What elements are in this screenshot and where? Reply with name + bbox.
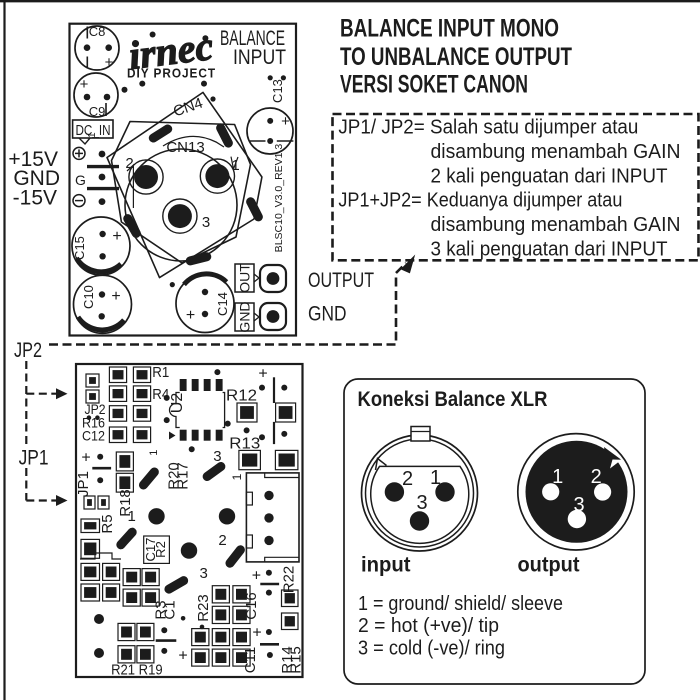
svg-text:R23: R23 <box>195 594 212 622</box>
svg-text:-15V: -15V <box>13 187 57 210</box>
svg-text:GND: GND <box>308 303 347 326</box>
svg-text:JP2: JP2 <box>85 401 106 417</box>
svg-text:2: 2 <box>125 155 133 172</box>
svg-text:+: + <box>252 625 261 642</box>
svg-text:+: + <box>252 568 261 585</box>
svg-text:CN13: CN13 <box>166 139 204 156</box>
svg-text:R21 R19: R21 R19 <box>111 662 163 679</box>
svg-text:OUTPUT: OUTPUT <box>308 269 374 292</box>
svg-text:DIY PROJECT: DIY PROJECT <box>127 67 216 81</box>
svg-text:C13: C13 <box>270 79 285 103</box>
svg-text:C1: C1 <box>161 600 178 619</box>
svg-text:disambung menambah GAIN: disambung menambah GAIN <box>431 213 681 236</box>
svg-text:C14: C14 <box>215 292 230 316</box>
svg-text:3: 3 <box>202 214 210 231</box>
svg-text:C17: C17 <box>143 538 158 562</box>
svg-text:irnec: irnec <box>126 23 216 78</box>
svg-text:2 kali penguatan dari INPUT: 2 kali penguatan dari INPUT <box>431 164 668 187</box>
svg-text:Koneksi Balance XLR: Koneksi Balance XLR <box>358 388 548 411</box>
svg-text:3: 3 <box>416 492 427 514</box>
svg-text:R3: R3 <box>152 600 169 619</box>
svg-text:1: 1 <box>128 508 136 525</box>
svg-text:CN4: CN4 <box>171 95 205 121</box>
svg-text:R13: R13 <box>229 436 260 453</box>
svg-text:BALANCE: BALANCE <box>220 27 285 50</box>
svg-text:R15: R15 <box>287 646 304 674</box>
svg-text:1: 1 <box>231 157 239 174</box>
svg-text:+: + <box>111 288 120 305</box>
svg-text:1: 1 <box>230 473 244 480</box>
svg-text:C12: C12 <box>82 428 105 444</box>
svg-text:R2: R2 <box>153 541 168 558</box>
svg-text:2 = hot (+ve)/ tip: 2 = hot (+ve)/ tip <box>358 615 499 637</box>
svg-text:R18: R18 <box>117 489 134 517</box>
svg-text:R4: R4 <box>152 386 169 403</box>
svg-text:C9: C9 <box>89 104 106 119</box>
svg-text:OUT: OUT <box>237 263 253 293</box>
svg-text:VERSI SOKET CANON: VERSI SOKET CANON <box>340 71 528 99</box>
svg-text:1: 1 <box>552 466 563 488</box>
svg-text:BLSC10_V3.0_REV1.3: BLSC10_V3.0_REV1.3 <box>273 144 285 253</box>
svg-text:3: 3 <box>213 448 221 465</box>
svg-text:+: + <box>186 307 195 324</box>
svg-text:1 = ground/ shield/ sleeve: 1 = ground/ shield/ sleeve <box>358 593 563 615</box>
svg-text:C8: C8 <box>89 24 106 39</box>
svg-text:R1: R1 <box>152 364 169 381</box>
svg-text:C10: C10 <box>81 285 96 309</box>
svg-text:+: + <box>112 228 121 245</box>
svg-text:1: 1 <box>87 132 98 138</box>
svg-text:R5: R5 <box>99 514 116 533</box>
svg-text:+: + <box>80 76 89 93</box>
svg-text:2: 2 <box>591 466 602 488</box>
svg-text:R14: R14 <box>279 646 296 674</box>
svg-text:DC_IN: DC_IN <box>76 122 111 139</box>
svg-text:R16: R16 <box>82 415 105 431</box>
svg-text:U2: U2 <box>169 393 186 414</box>
svg-text:+: + <box>258 366 267 383</box>
svg-text:C11: C11 <box>242 647 259 673</box>
svg-text:GND: GND <box>13 167 60 190</box>
svg-text:+: + <box>81 450 90 467</box>
svg-text:disambung menambah GAIN: disambung menambah GAIN <box>431 140 681 163</box>
svg-text:R20: R20 <box>165 462 182 490</box>
svg-text:+15V: +15V <box>8 148 58 171</box>
svg-text:1: 1 <box>148 450 160 456</box>
svg-text:JP1: JP1 <box>75 471 92 497</box>
svg-text:R12: R12 <box>226 388 257 405</box>
svg-text:BALANCE INPUT MONO: BALANCE INPUT MONO <box>340 15 559 43</box>
svg-text:output: output <box>518 554 580 577</box>
svg-text:C16: C16 <box>243 592 260 620</box>
svg-text:INPUT: INPUT <box>233 46 286 69</box>
svg-text:1: 1 <box>430 467 441 489</box>
svg-text:TO UNBALANCE OUTPUT: TO UNBALANCE OUTPUT <box>340 43 572 71</box>
svg-text:GND: GND <box>237 301 253 332</box>
svg-text:+: + <box>178 648 187 665</box>
svg-text:+: + <box>105 54 114 71</box>
svg-text:3 kali penguatan dari INPUT: 3 kali penguatan dari INPUT <box>431 238 668 261</box>
svg-text:JP2: JP2 <box>14 339 42 362</box>
svg-text:input: input <box>361 554 411 577</box>
svg-text:G: G <box>75 172 86 188</box>
svg-text:3: 3 <box>200 565 208 582</box>
svg-text:3: 3 <box>573 494 584 516</box>
svg-text:JP1+JP2= Keduanya dijumper ata: JP1+JP2= Keduanya dijumper atau <box>338 189 622 212</box>
svg-text:JP1: JP1 <box>19 447 49 470</box>
svg-text:C15: C15 <box>72 236 87 260</box>
svg-text:3 = cold (-ve)/ ring: 3 = cold (-ve)/ ring <box>358 638 505 660</box>
svg-text:R22: R22 <box>280 566 297 594</box>
svg-text:2: 2 <box>402 468 413 490</box>
svg-text:2: 2 <box>218 532 226 549</box>
svg-text:R17: R17 <box>174 462 191 490</box>
svg-text:JP1/ JP2= Salah satu dijumper: JP1/ JP2= Salah satu dijumper atau <box>338 116 638 139</box>
svg-text:+: + <box>281 113 290 130</box>
